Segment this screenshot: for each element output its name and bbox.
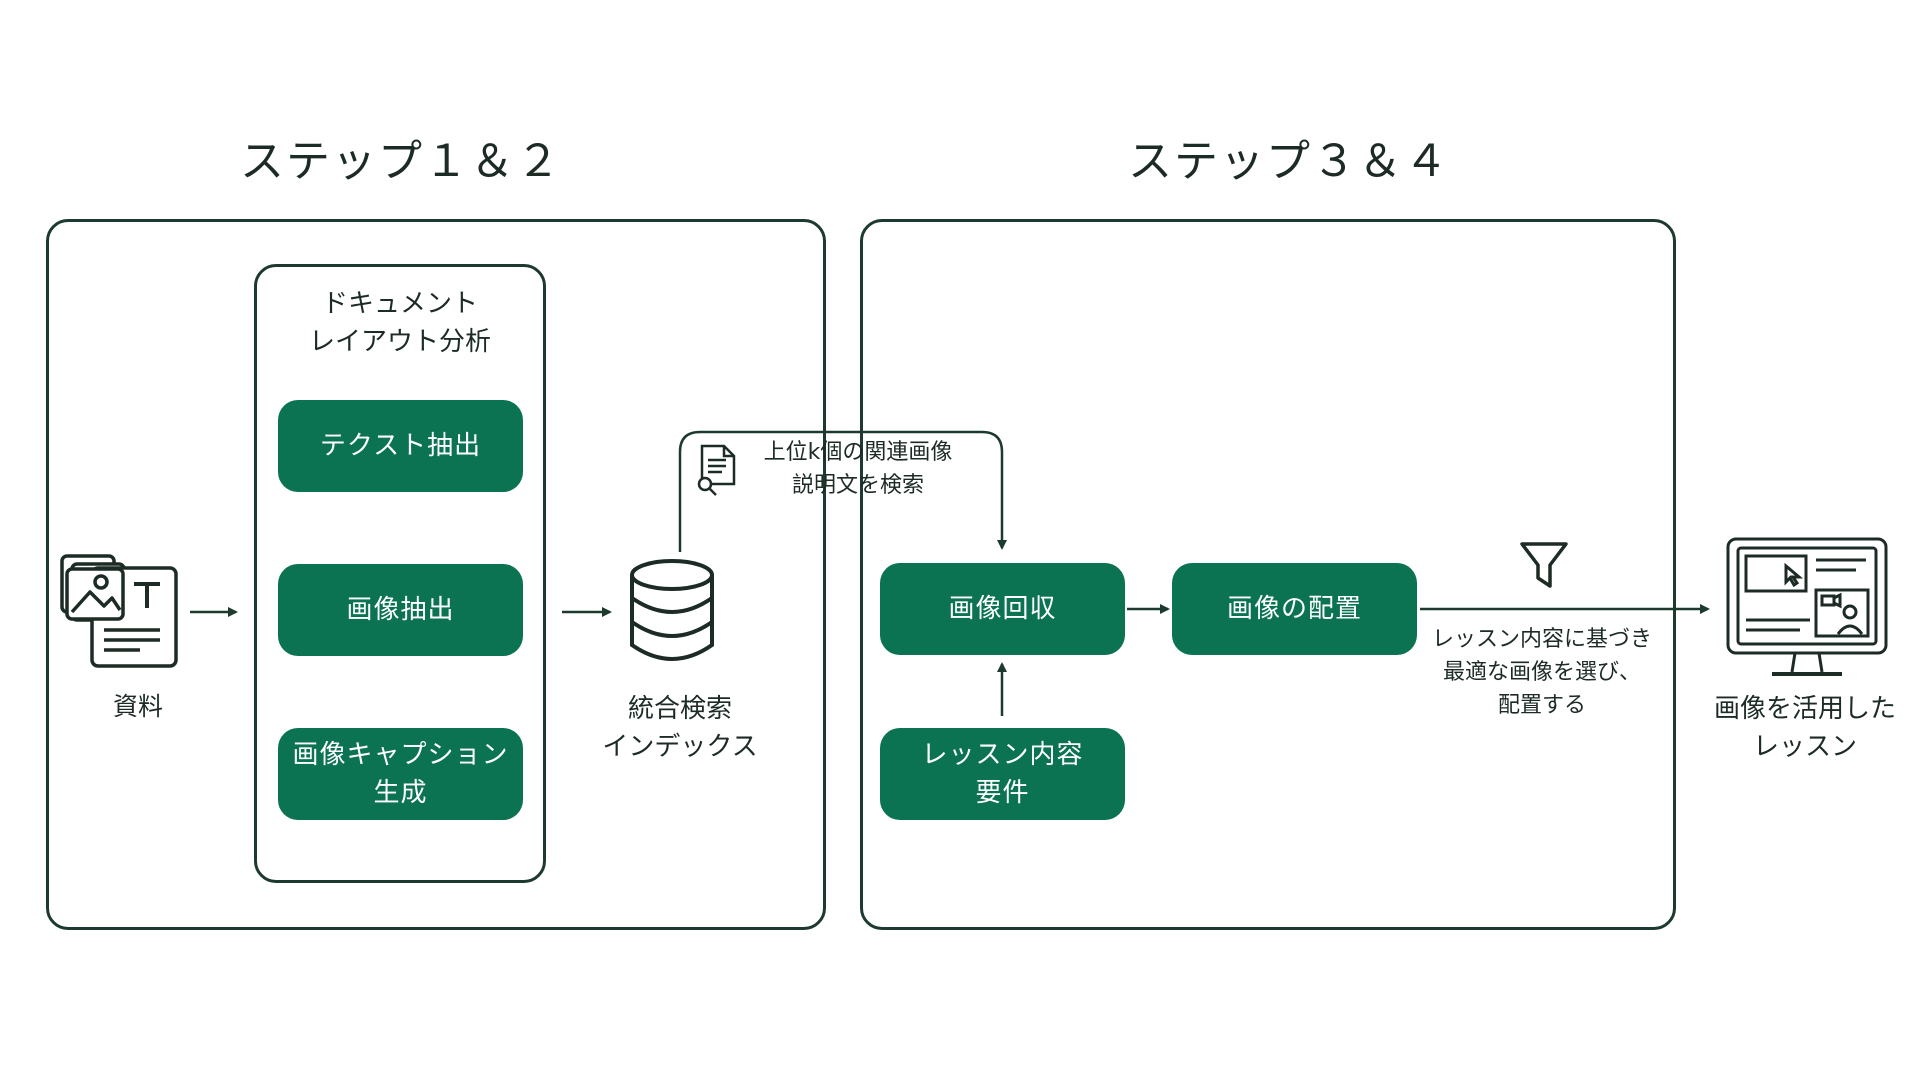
filter-note-line3: 配置する bbox=[1497, 693, 1586, 718]
step12-title: ステップ１＆２ bbox=[240, 136, 562, 187]
unified-index-line1: 統合検索 bbox=[627, 694, 732, 724]
image-extract-label: 画像抽出 bbox=[346, 595, 455, 625]
unified-index-line2: インデックス bbox=[602, 732, 758, 762]
image-retrieval-box: 画像回収 bbox=[880, 563, 1125, 655]
document-image-text-icon bbox=[60, 554, 178, 668]
search-line2: 説明文を検索 bbox=[791, 473, 924, 498]
image-caption-box: 画像キャプション 生成 bbox=[278, 728, 523, 820]
dla-title-line1: ドキュメント bbox=[321, 289, 478, 319]
step34-title: ステップ３＆４ bbox=[1128, 136, 1450, 187]
arrow-index-to-retrieval bbox=[678, 430, 1007, 552]
database-icon bbox=[630, 559, 714, 661]
document-search-icon bbox=[697, 444, 736, 496]
lesson-requirements-line2: 要件 bbox=[975, 778, 1030, 808]
image-caption-line1: 画像キャプション bbox=[292, 740, 509, 770]
lesson-requirements-box: レッスン内容 要件 bbox=[880, 728, 1125, 820]
image-extract-box: 画像抽出 bbox=[278, 564, 523, 656]
image-placement-label: 画像の配置 bbox=[1226, 594, 1362, 624]
search-label: 上位k個の関連画像 説明文を検索 bbox=[752, 436, 964, 502]
document-layout-analysis-title: ドキュメント レイアウト分析 bbox=[254, 285, 546, 361]
image-caption-line2: 生成 bbox=[373, 778, 428, 808]
filter-note: レッスン内容に基づき 最適な画像を選び、 配置する bbox=[1410, 623, 1674, 722]
text-extract-label: テクスト抽出 bbox=[319, 431, 482, 461]
output-lesson-label: 画像を活用した レッスン bbox=[1700, 690, 1910, 766]
step12-panel bbox=[46, 219, 826, 930]
unified-index-label: 統合検索 インデックス bbox=[580, 690, 780, 766]
search-line1: 上位k個の関連画像 bbox=[763, 440, 953, 465]
filter-note-line2: 最適な画像を選び、 bbox=[1442, 660, 1641, 685]
source-label: 資料 bbox=[112, 692, 163, 721]
image-retrieval-label: 画像回収 bbox=[948, 594, 1057, 624]
output-line2: レッスン bbox=[1752, 732, 1857, 762]
monitor-lesson-icon bbox=[1726, 537, 1888, 676]
step34-panel bbox=[860, 219, 1676, 930]
filter-icon bbox=[1520, 542, 1568, 588]
output-line1: 画像を活用した bbox=[1713, 694, 1896, 724]
dla-title-line2: レイアウト分析 bbox=[308, 327, 491, 357]
filter-note-line1: レッスン内容に基づき bbox=[1431, 627, 1652, 652]
image-placement-box: 画像の配置 bbox=[1172, 563, 1417, 655]
lesson-requirements-line1: レッスン内容 bbox=[921, 740, 1084, 770]
text-extract-box: テクスト抽出 bbox=[278, 400, 523, 492]
